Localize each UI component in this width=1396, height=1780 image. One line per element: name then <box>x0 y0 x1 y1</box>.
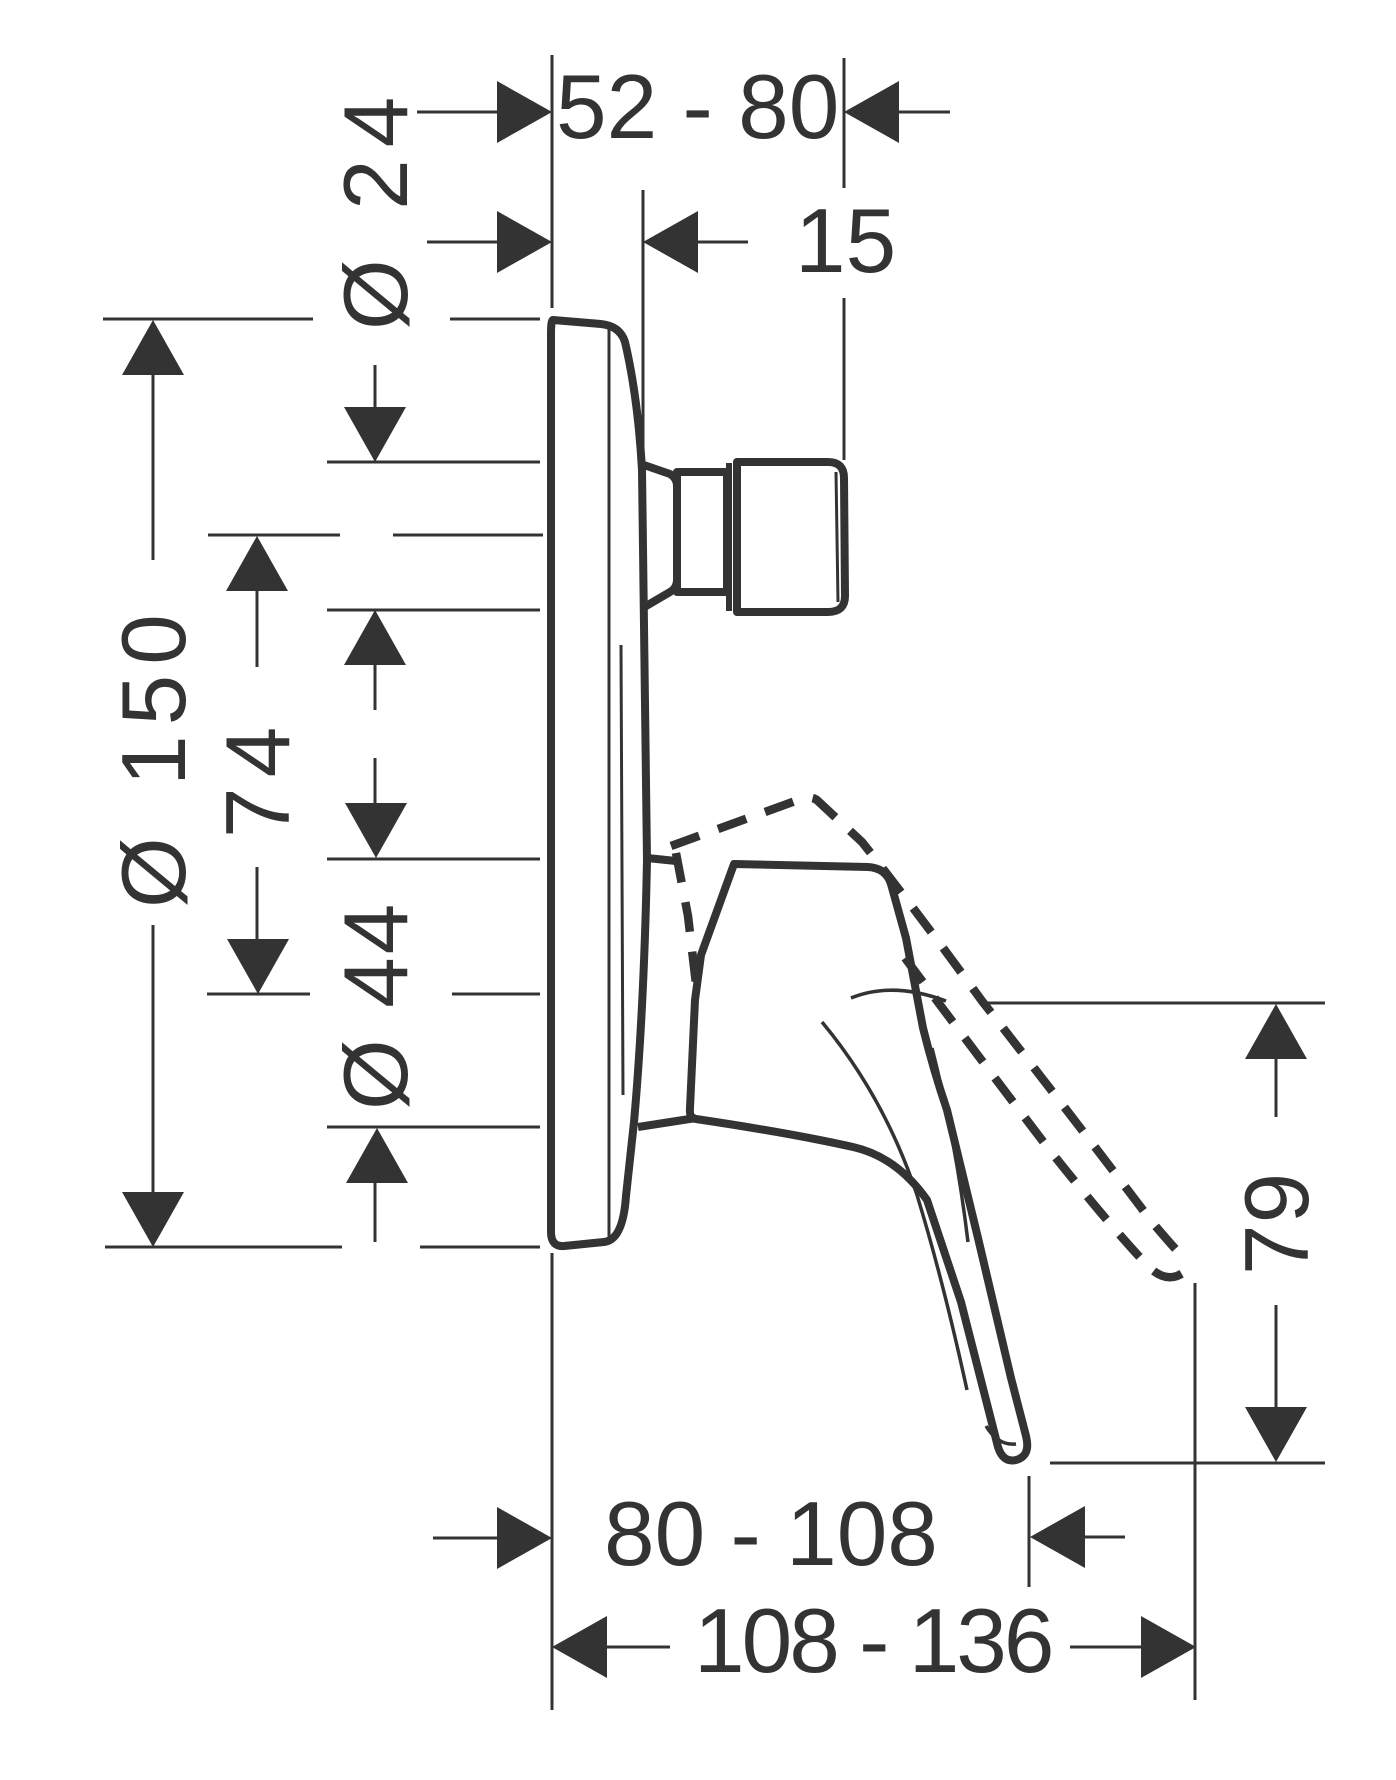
dim-label-sleeve-width: 74 <box>208 716 309 838</box>
handle-accent-lines <box>820 988 1017 1446</box>
dimension-arrowheads <box>122 81 1307 1678</box>
dim-label-collar-diameter: Ø 44 <box>326 900 427 1110</box>
dim-label-protrusion-range: 52 - 80 <box>556 57 840 158</box>
extension-lines <box>103 55 1325 1710</box>
dim-label-knob-diameter: Ø 24 <box>326 84 427 330</box>
shutoff-knob <box>637 458 849 616</box>
dim-label-lever-reach-range: 80 - 108 <box>604 1484 938 1585</box>
dim-label-escutcheon-depth: 15 <box>795 191 897 292</box>
escutcheon-plate <box>547 316 651 1251</box>
dim-label-escutcheon-diameter: Ø 150 <box>104 604 205 908</box>
lever-handle-down <box>637 854 1032 1465</box>
lever-handle-up-dashed <box>669 793 1194 1282</box>
dim-label-total-reach-range: 108 - 136 <box>694 1591 1055 1692</box>
dim-label-lever-drop: 79 <box>1227 1171 1328 1275</box>
